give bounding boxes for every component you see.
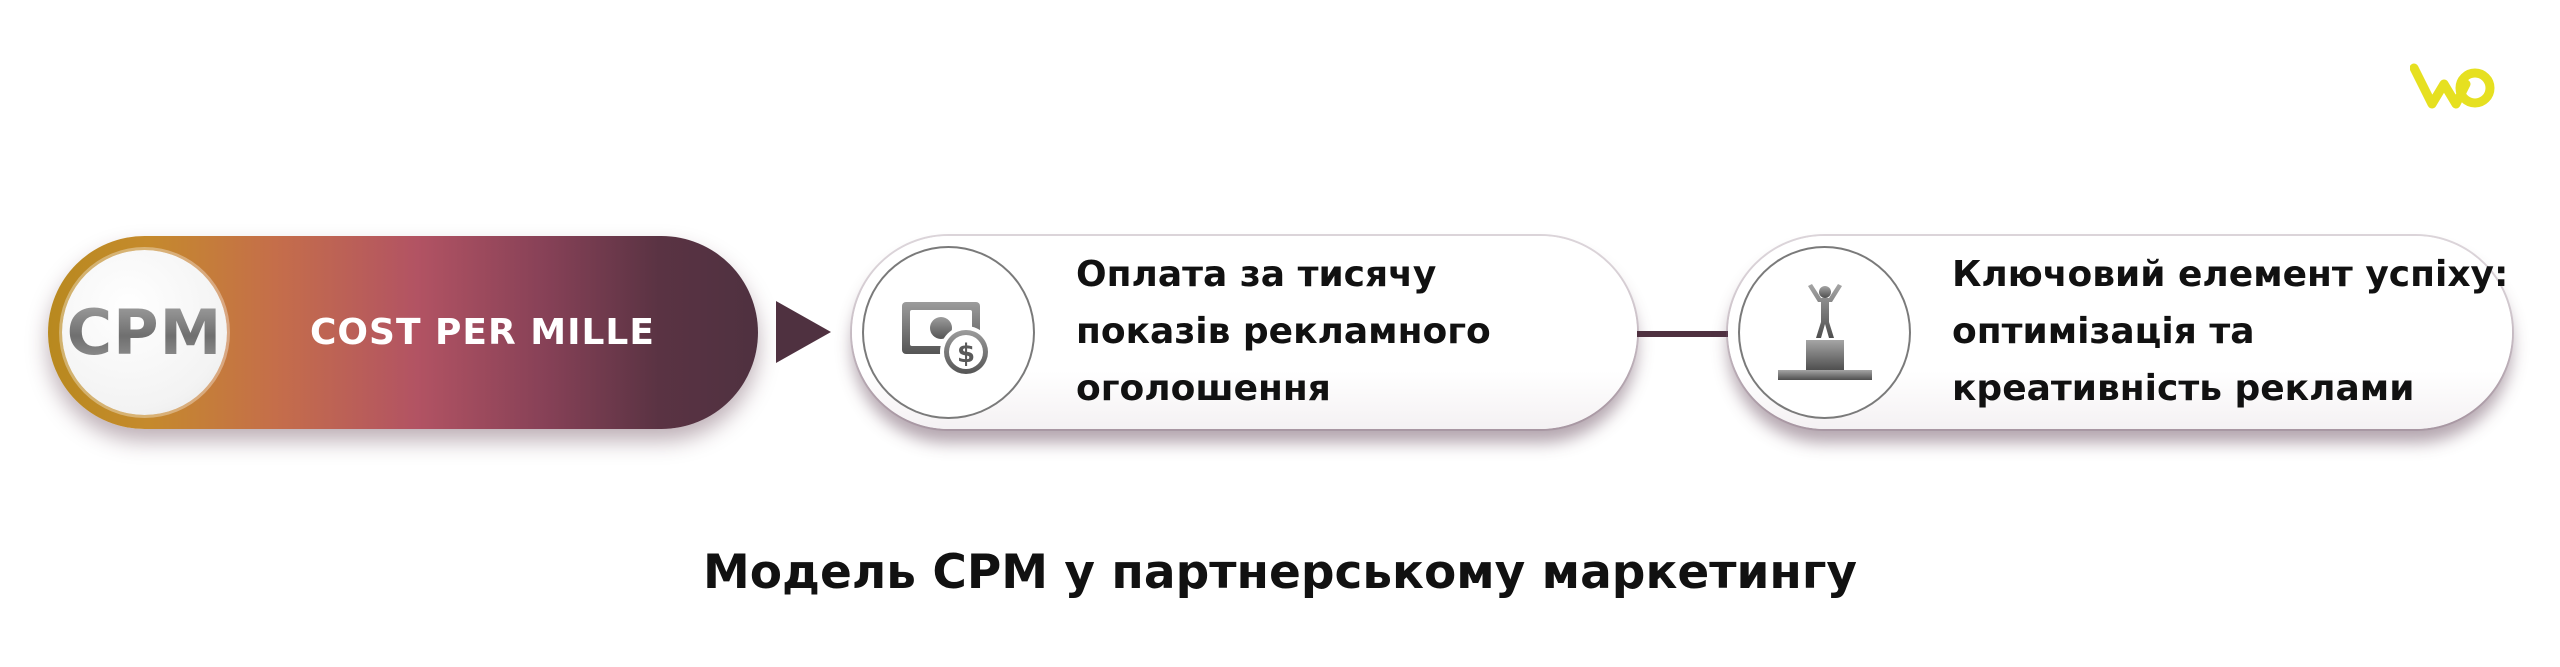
- step-payment-pill: $ Оплата за тисячу показів рекламного ог…: [852, 236, 1637, 429]
- cpm-abbreviation: CPM: [66, 296, 223, 369]
- arrow-right-icon: [776, 301, 831, 363]
- step-text-line: оптимізація та: [1952, 311, 2255, 352]
- cpm-pill: CPM COST PER MILLE: [48, 236, 758, 429]
- step-text-line: креативність реклами: [1952, 368, 2415, 409]
- diagram-caption: Модель CPM у партнерському маркетингу: [702, 545, 1858, 600]
- step-text-line: Ключовий елемент успіху:: [1952, 254, 2509, 295]
- step-payment-text: Оплата за тисячу показів рекламного огол…: [1076, 246, 1621, 417]
- step-text-line: Оплата за тисячу: [1076, 254, 1437, 295]
- svg-text:$: $: [956, 339, 974, 369]
- step-text-line: оголошення: [1076, 368, 1331, 409]
- step-icon-circle: $: [864, 248, 1033, 417]
- step-success-pill: Ключовий елемент успіху: оптимізація та …: [1728, 236, 2512, 429]
- step-icon-circle: [1740, 248, 1909, 417]
- cpm-full-name: COST PER MILLE: [310, 312, 655, 353]
- step-success-text: Ключовий елемент успіху: оптимізація та …: [1952, 246, 2509, 417]
- step-text-line: показів рекламного: [1076, 311, 1491, 352]
- money-coin-icon: $: [901, 301, 992, 378]
- winner-podium-icon: [1777, 283, 1872, 380]
- cpm-badge: CPM: [62, 250, 227, 415]
- connector-line: [1637, 331, 1728, 337]
- wd-logo-icon: [2410, 63, 2495, 109]
